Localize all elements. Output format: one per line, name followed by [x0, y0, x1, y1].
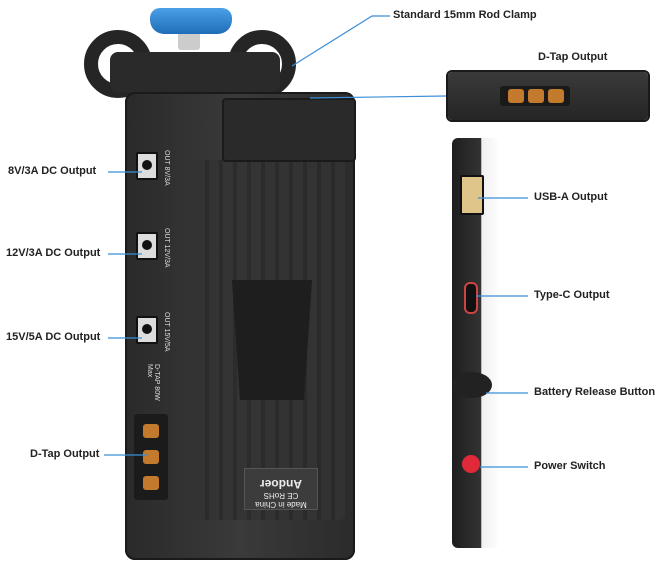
power-switch — [462, 455, 480, 473]
label-12v: 12V/3A DC Output — [6, 247, 101, 259]
label-dtap-top: D-Tap Output — [538, 51, 608, 63]
label-power: Power Switch — [534, 460, 606, 472]
label-usb-a: USB-A Output — [534, 191, 608, 203]
usb-a-port — [460, 175, 484, 215]
marking-8v: OUT 8V/3A — [163, 150, 170, 186]
knob-stem — [178, 32, 200, 50]
battery-latch — [222, 98, 356, 162]
clamp-body — [110, 52, 280, 92]
label-rod-clamp: Standard 15mm Rod Clamp — [393, 9, 537, 21]
dc-port-12v — [136, 232, 158, 260]
dc-port-15v — [136, 316, 158, 344]
label-release: Battery Release Button — [534, 386, 656, 398]
dtap-inset — [448, 72, 648, 120]
label-8v: 8V/3A DC Output — [8, 165, 97, 177]
leader-rod-clamp — [291, 15, 390, 67]
marking-dtap: D-TAP 80W Max — [146, 364, 160, 401]
label-15v: 15V/5A DC Output — [6, 331, 101, 343]
label-type-c: Type-C Output — [534, 289, 610, 301]
dc-port-8v — [136, 152, 158, 180]
marking-12v: OUT 12V/3A — [163, 228, 170, 268]
vmount-slot — [232, 280, 312, 400]
dtap-port-left — [134, 414, 168, 500]
leader-dtap-top — [309, 95, 447, 99]
clamp-knob — [150, 8, 232, 34]
label-dtap-left: D-Tap Output — [30, 448, 100, 460]
marking-15v: OUT 15V/5A — [163, 312, 170, 352]
type-c-port — [464, 282, 478, 314]
battery-release-button — [452, 372, 492, 398]
